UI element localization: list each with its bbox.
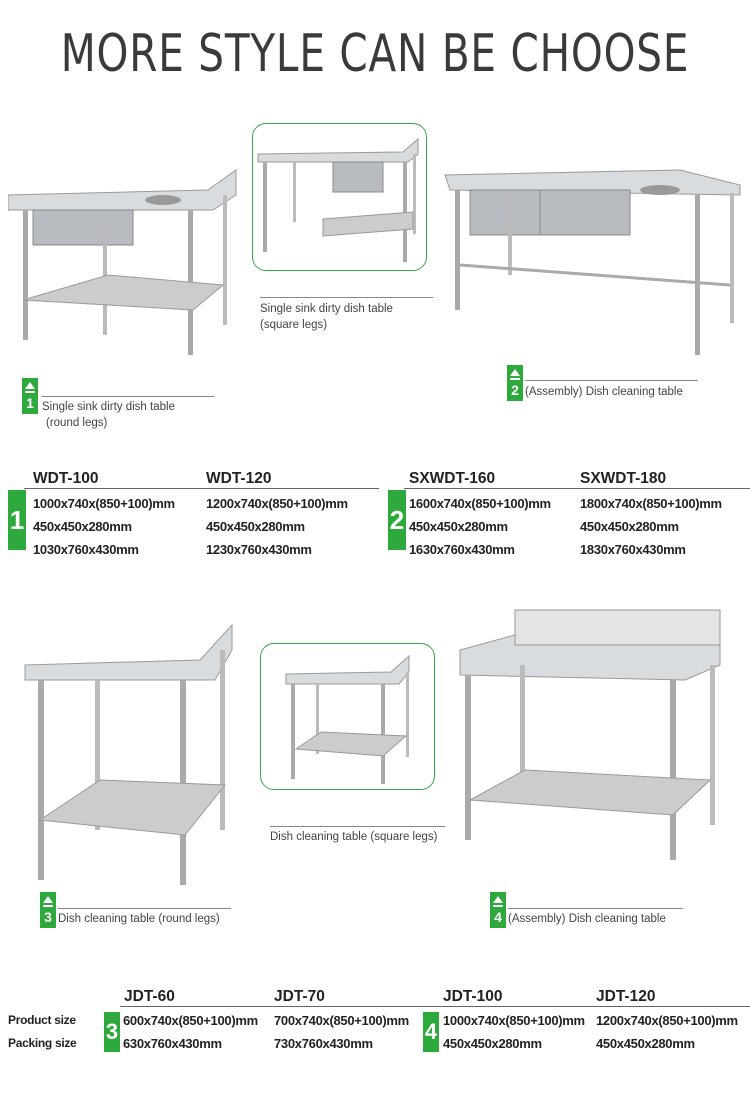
model-name: JDT-60	[124, 988, 175, 1005]
text: 450x450x280mm	[443, 1036, 542, 1051]
caption-product-3: Dish cleaning table (round legs)	[58, 911, 220, 927]
caption-product-square-legs: Dish cleaning table (square legs)	[270, 829, 437, 845]
text: 4	[494, 908, 502, 925]
caption-product-single-sink-square: Single sink dirty dish table (square legs…	[260, 301, 393, 333]
text: 1230x760x430mm	[206, 542, 312, 557]
text: Dish cleaning table (round legs)	[58, 913, 220, 925]
text: 450x450x280mm	[596, 1036, 695, 1051]
text: Product size	[8, 1013, 76, 1027]
text: 450x450x280mm	[409, 519, 508, 534]
divider	[260, 297, 433, 298]
product-image-sink-table-round-legs	[8, 169, 237, 355]
text: 450x450x280mm	[206, 519, 305, 534]
model-name: JDT-120	[596, 988, 656, 1005]
text: Single sink dirty dish table	[42, 401, 175, 413]
caption-text: Single sink dirty dish table (round legs)	[42, 399, 175, 431]
text: Packing size	[8, 1036, 77, 1050]
text: 1800x740x(850+100)mm	[580, 496, 722, 511]
text: 2	[511, 381, 519, 398]
caption-product-4: (Assembly) Dish cleaning table	[508, 911, 666, 927]
divider	[508, 908, 683, 909]
model-name: JDT-100	[443, 988, 503, 1005]
model-name: SXWDT-180	[580, 470, 667, 487]
text: (round legs)	[46, 417, 108, 429]
model-name: JDT-70	[274, 988, 325, 1005]
spec-column: 1000x740x(850+100)mm 450x450x280mm	[443, 1009, 585, 1055]
text: 600x740x(850+100)mm	[123, 1013, 258, 1028]
divider	[42, 396, 214, 397]
text: 1000x740x(850+100)mm	[443, 1013, 585, 1028]
spec-badge-4: 4	[423, 1012, 439, 1052]
text: 700x740x(850+100)mm	[274, 1013, 409, 1028]
caption-product-2: (Assembly) Dish cleaning table	[525, 384, 683, 400]
divider	[270, 826, 445, 827]
arrow-up-icon	[43, 895, 53, 903]
product-image-frame	[260, 643, 435, 790]
text: 3	[44, 908, 52, 925]
text: 1	[26, 394, 34, 411]
text: (Assembly) Dish cleaning table	[508, 913, 666, 925]
text: 730x760x430mm	[274, 1036, 373, 1051]
product-image-dish-cleaning-table-round-legs	[24, 623, 233, 885]
product-image-assembly-dish-cleaning-table	[444, 169, 741, 355]
number-badge: 2	[507, 365, 523, 401]
divider	[404, 488, 750, 489]
caption-product-1: 1	[22, 378, 38, 414]
divider	[24, 488, 379, 489]
page-title: MORE STYLE CAN BE CHOOSE	[60, 24, 690, 84]
divider	[58, 908, 231, 909]
product-image-dish-cleaning-table-square-legs	[285, 654, 410, 784]
arrow-up-icon	[493, 895, 503, 903]
spec-column: 1200x740x(850+100)mm 450x450x280mm	[596, 1009, 738, 1055]
spec-column: 700x740x(850+100)mm 730x760x430mm	[274, 1009, 409, 1055]
text: 1200x740x(850+100)mm	[206, 496, 348, 511]
text: 1200x740x(850+100)mm	[596, 1013, 738, 1028]
text: 1030x760x430mm	[33, 542, 139, 557]
product-image-assembly-dish-cleaning-table-2	[459, 609, 721, 860]
spec-column: 600x740x(850+100)mm 630x760x430mm	[123, 1009, 258, 1055]
text: Dish cleaning table (square legs)	[270, 831, 438, 843]
spec-column: 1000x740x(850+100)mm 450x450x280mm 1030x76…	[33, 492, 175, 561]
number-badge: 3	[40, 892, 56, 928]
model-name: WDT-120	[206, 470, 272, 487]
text: (Assembly) Dish cleaning table	[525, 386, 683, 398]
spec-badge-2: 2	[388, 490, 406, 550]
text: 1600x740x(850+100)mm	[409, 496, 551, 511]
divider	[120, 1006, 750, 1007]
arrow-up-icon	[510, 368, 520, 376]
number-badge: 4	[490, 892, 506, 928]
product-image-sink-table-square-legs	[257, 137, 419, 262]
spec-column: 1200x740x(850+100)mm 450x450x280mm 1230x76…	[206, 492, 348, 561]
spec-badge-1: 1	[8, 490, 26, 550]
text: 1630x760x430mm	[409, 542, 515, 557]
spec-badge-3: 3	[104, 1012, 120, 1052]
spec-column: 1800x740x(850+100)mm 450x450x280mm 1830x76…	[580, 492, 722, 561]
number-badge: 1	[22, 378, 38, 414]
text: 450x450x280mm	[33, 519, 132, 534]
model-name: WDT-100	[33, 470, 99, 487]
model-name: SXWDT-160	[409, 470, 496, 487]
text: 1830x760x430mm	[580, 542, 686, 557]
text: (square legs)	[260, 319, 328, 331]
product-image-frame	[252, 123, 427, 271]
text: 630x760x430mm	[123, 1036, 222, 1051]
text: 1000x740x(850+100)mm	[33, 496, 175, 511]
arrow-up-icon	[25, 381, 35, 389]
text: Single sink dirty dish table	[260, 303, 393, 315]
divider	[525, 380, 698, 381]
spec-column: 1600x740x(850+100)mm 450x450x280mm 1630x76…	[409, 492, 551, 561]
text: 450x450x280mm	[580, 519, 679, 534]
